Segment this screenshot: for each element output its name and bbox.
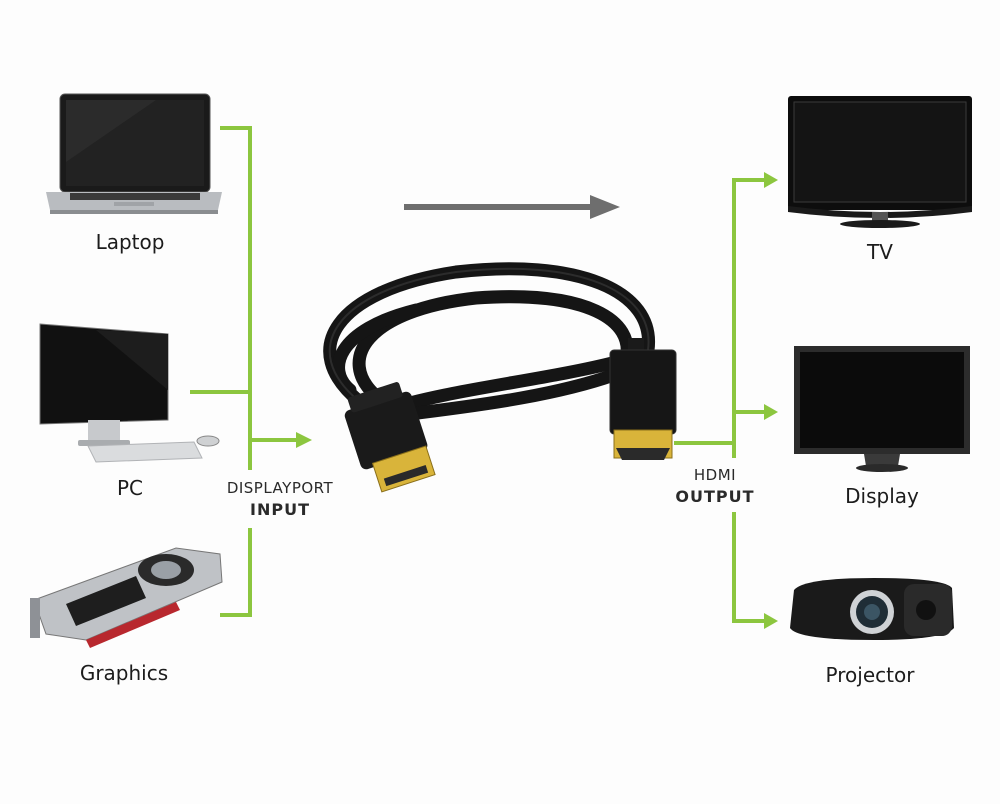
graphics-card-icon xyxy=(30,547,223,648)
output-port-role: OUTPUT xyxy=(675,487,755,506)
tv-icon xyxy=(788,96,972,228)
output-port-name: HDMI xyxy=(693,466,737,484)
displayport-to-hdmi-cable-icon xyxy=(323,262,677,493)
device-label-laptop: Laptop xyxy=(95,230,165,254)
output-arrow-tv-icon xyxy=(764,172,778,188)
device-label-projector: Projector xyxy=(825,663,915,687)
output-port-label: HDMI OUTPUT xyxy=(660,466,770,506)
right-arrow-icon xyxy=(404,195,620,219)
output-arrow-projector-icon xyxy=(764,613,778,629)
monitor-icon xyxy=(794,346,970,472)
desktop-pc-icon xyxy=(39,323,220,463)
projector-icon xyxy=(790,578,954,640)
laptop-icon xyxy=(46,93,222,214)
input-port-label: DISPLAYPORT INPUT xyxy=(210,479,350,519)
device-label-pc: PC xyxy=(116,476,144,500)
hdmi-connector xyxy=(609,338,677,460)
device-label-graphics: Graphics xyxy=(79,661,169,685)
displayport-connector xyxy=(344,382,436,493)
input-arrow-icon xyxy=(296,432,312,448)
input-bracket xyxy=(190,126,300,617)
output-arrow-display-icon xyxy=(764,404,778,420)
device-label-tv: TV xyxy=(867,240,893,264)
device-label-display: Display xyxy=(845,484,919,508)
input-port-name: DISPLAYPORT xyxy=(226,479,334,497)
output-bracket xyxy=(674,178,768,623)
input-port-role: INPUT xyxy=(250,500,310,519)
